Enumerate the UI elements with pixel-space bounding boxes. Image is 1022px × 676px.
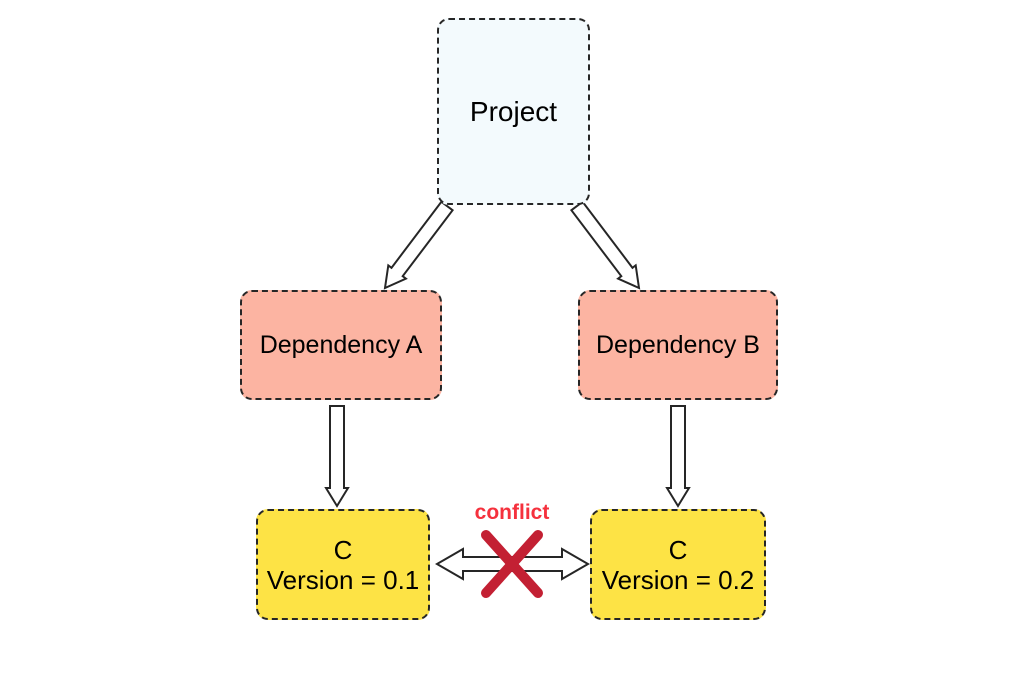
node-dependency-a: Dependency A bbox=[240, 290, 442, 400]
node-c-version-01-version: Version = 0.1 bbox=[266, 564, 420, 595]
node-dependency-b: Dependency B bbox=[578, 290, 778, 400]
arrow-dependency-b-to-c bbox=[665, 405, 691, 508]
node-c-version-01-label: C bbox=[333, 534, 353, 565]
node-c-version-01: C Version = 0.1 bbox=[256, 509, 430, 620]
node-project-label: Project bbox=[469, 95, 558, 127]
node-dependency-a-label: Dependency A bbox=[259, 330, 423, 359]
conflict-double-arrow bbox=[434, 547, 591, 581]
node-project: Project bbox=[437, 18, 590, 205]
node-dependency-b-label: Dependency B bbox=[595, 330, 760, 359]
arrow-project-to-dependency-a bbox=[383, 200, 455, 290]
conflict-x-icon bbox=[481, 530, 543, 598]
arrow-dependency-a-to-c bbox=[324, 405, 350, 508]
node-c-version-02-label: C bbox=[668, 534, 688, 565]
arrow-project-to-dependency-b bbox=[569, 200, 641, 290]
node-c-version-02-version: Version = 0.2 bbox=[601, 564, 755, 595]
node-c-version-02: C Version = 0.2 bbox=[590, 509, 766, 620]
conflict-label: conflict bbox=[474, 501, 550, 524]
